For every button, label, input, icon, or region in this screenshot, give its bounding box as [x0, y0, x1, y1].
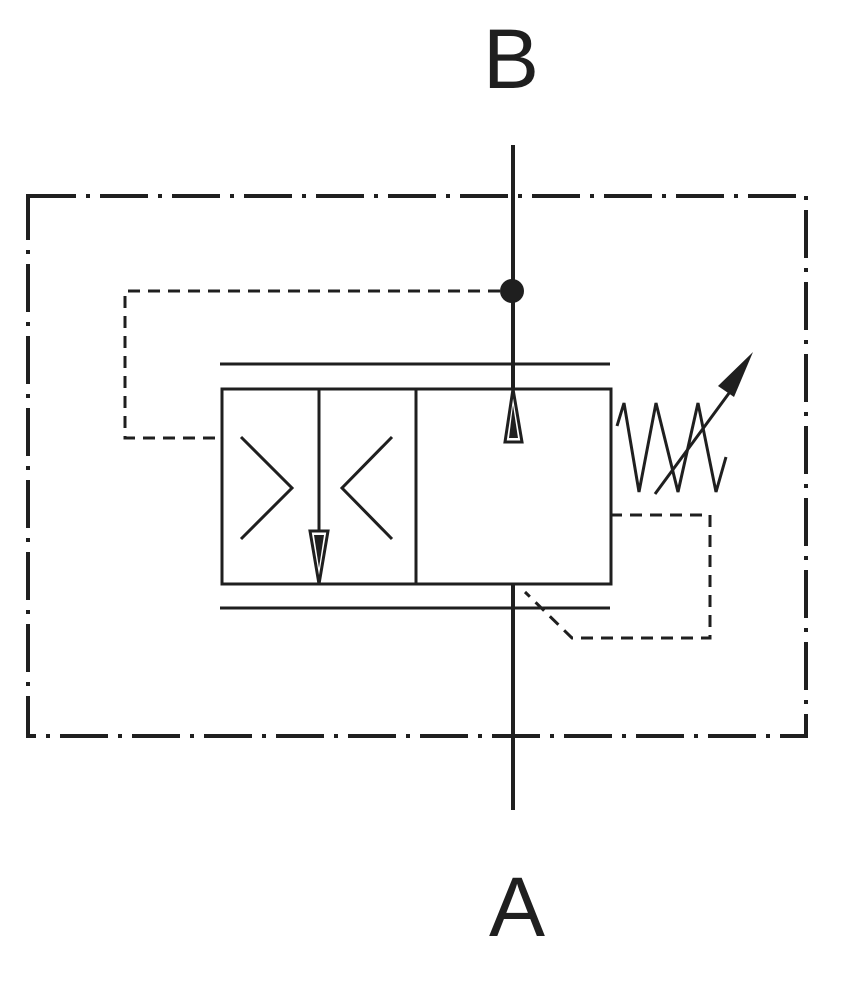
flow-arrow-up-fill: [509, 405, 518, 438]
port-a-label: A: [489, 860, 545, 954]
throttle-chevron-right: [339, 435, 394, 541]
flow-arrow-down-fill: [314, 535, 324, 568]
valve-enclosure-boundary: [26, 194, 808, 738]
pilot-junction-dot: [500, 279, 524, 303]
pilot-line-bottom: [523, 513, 712, 640]
throttle-chevron-left: [239, 435, 295, 541]
spring-icon: [615, 402, 728, 493]
adjustable-arrow-shaft: [653, 384, 737, 495]
port-b-label: B: [483, 12, 539, 106]
pilot-line-top: [123, 289, 500, 440]
adjustable-arrow-icon: [718, 352, 753, 397]
